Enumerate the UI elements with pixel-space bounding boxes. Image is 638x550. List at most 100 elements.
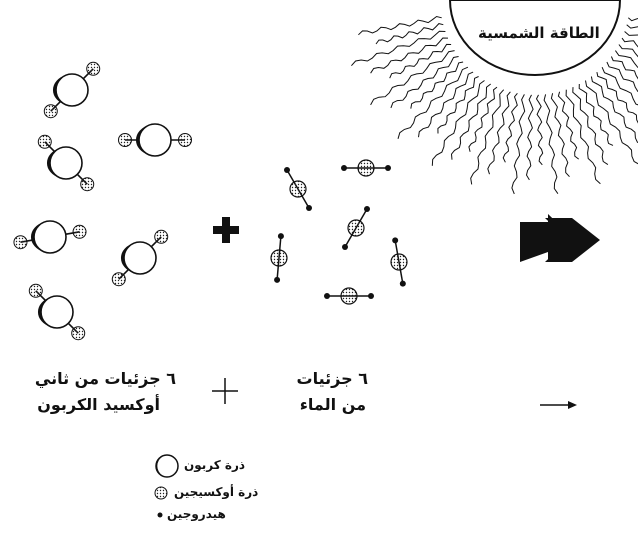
co2-molecule	[37, 134, 95, 192]
sun-ray	[450, 83, 492, 160]
co2-molecule	[111, 229, 169, 287]
co2-molecule	[28, 283, 86, 341]
sun-ray	[610, 56, 638, 80]
carbon-atom	[49, 146, 83, 180]
sun-ray	[525, 94, 534, 181]
sun-ray	[624, 31, 638, 36]
co2-label-line2: أوكسيد الكربون	[37, 395, 160, 414]
legend-oxygen-icon	[154, 486, 168, 500]
sun-ray	[487, 91, 511, 175]
oxygen-atom	[111, 272, 126, 287]
reaction-arrow-icon	[520, 214, 600, 262]
hydrogen-atom	[306, 205, 312, 212]
hydrogen-atom	[392, 237, 399, 244]
sun-ray	[596, 71, 638, 124]
hydrogen-atom	[274, 276, 281, 283]
oxygen-atom	[178, 133, 192, 147]
small-arrow-icon	[540, 401, 577, 409]
water-label-line1: ٦ جزئيات	[296, 369, 368, 388]
legend-oxygen-label: ذرة أوكسيجين	[174, 485, 259, 499]
sun-ray	[468, 86, 498, 152]
oxygen-atom	[43, 104, 58, 119]
sun-ray	[418, 71, 474, 138]
carbon-atom	[40, 295, 74, 329]
oxygen-atom	[390, 253, 408, 271]
legend-carbon-label: ذرة كربون	[184, 458, 246, 472]
oxygen-atom	[289, 180, 307, 198]
sun-ray	[621, 37, 638, 48]
oxygen-atom	[340, 287, 358, 305]
oxygen-atom	[118, 133, 132, 147]
sun-ray	[470, 89, 505, 185]
hydrogen-atom	[341, 165, 347, 171]
plus-icon	[213, 217, 239, 243]
oxygen-atom	[357, 159, 375, 177]
water-molecule	[324, 287, 374, 305]
sun-ray	[437, 76, 479, 134]
oxygen-atom	[270, 249, 288, 267]
oxygen-atom	[154, 229, 169, 244]
hydrogen-atom	[277, 233, 284, 240]
hydrogen-atom	[324, 293, 330, 299]
sun-ray	[370, 50, 455, 106]
carbon-atom	[138, 123, 172, 157]
sun-ray	[358, 15, 442, 36]
carbon-atom	[33, 220, 67, 254]
oxygen-atom	[13, 235, 28, 250]
sun-ray	[375, 23, 444, 45]
water-molecule	[342, 205, 370, 251]
water-molecule	[390, 237, 408, 287]
water-molecule	[270, 233, 288, 283]
sun-ray	[590, 76, 638, 143]
sun-ray	[390, 56, 459, 109]
sun-ray	[550, 93, 570, 178]
carbon-atom	[55, 73, 89, 107]
oxygen-atom	[37, 134, 52, 149]
hydrogen-atom	[284, 166, 290, 173]
co2-molecule	[43, 61, 101, 119]
legend-carbon-icon	[155, 454, 179, 478]
plus-small-icon	[212, 378, 238, 404]
sun-ray	[572, 87, 609, 166]
sun-ray	[431, 80, 485, 166]
sun-label: الطاقة الشمسية	[478, 24, 600, 42]
oxygen-atom	[71, 326, 86, 341]
water-molecule	[284, 166, 312, 212]
hydrogen-atom	[342, 244, 348, 251]
sun-ray	[410, 61, 464, 109]
legend-hydrogen-label: هيدروجين	[167, 507, 226, 521]
hydrogen-atom	[364, 205, 370, 212]
water-molecules	[270, 159, 408, 305]
sun-ray	[618, 44, 638, 58]
hydrogen-atom	[399, 280, 406, 287]
sun-ray	[614, 50, 638, 68]
carbon-atom	[123, 241, 157, 275]
sun-ray	[565, 89, 601, 185]
hydrogen-atom	[368, 293, 374, 299]
oxygen-atom	[347, 219, 365, 237]
sun-icon	[351, 0, 638, 195]
hydrogen-atom	[385, 165, 391, 171]
sun-ray	[578, 83, 614, 146]
sun-ray	[389, 43, 452, 79]
co2-molecules	[13, 61, 192, 341]
oxygen-atom	[72, 224, 87, 239]
sun-ray	[511, 94, 526, 195]
sun-ray	[557, 91, 580, 160]
sun-ray	[502, 92, 518, 163]
legend-hydrogen-icon	[157, 512, 163, 518]
sun-ray	[535, 94, 544, 166]
oxygen-atom	[28, 283, 43, 298]
water-label-line2: من الماء	[299, 395, 366, 414]
sun-ray	[543, 94, 559, 194]
sun-ray	[585, 80, 638, 165]
sun-ray	[601, 67, 638, 106]
co2-label-line1: ٦ جزئيات من ثاني	[34, 369, 176, 388]
oxygen-atom	[86, 61, 101, 76]
sun-ray	[627, 17, 638, 22]
water-molecule	[341, 159, 391, 177]
sun-ray	[351, 30, 446, 67]
oxygen-atom	[80, 177, 95, 192]
co2-molecule	[118, 123, 192, 157]
